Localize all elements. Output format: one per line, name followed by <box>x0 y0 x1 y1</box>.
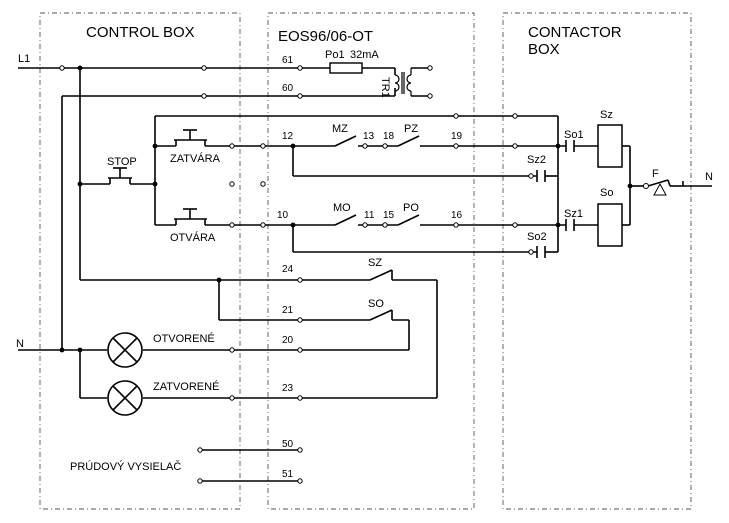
so1-label: So1 <box>564 129 584 141</box>
so-coil <box>597 203 623 247</box>
n-right-label: N <box>705 171 713 183</box>
transformer-tr1 <box>394 68 412 96</box>
lamp-closed <box>107 380 143 416</box>
l1-label: L1 <box>18 53 30 65</box>
terminal-51: 51 <box>282 469 294 480</box>
eos-frame <box>267 12 475 510</box>
terminal-18: 18 <box>383 131 395 142</box>
terminal-61: 61 <box>282 55 294 66</box>
sz-coil-label: Sz <box>600 109 613 121</box>
sz2-contact <box>536 170 546 182</box>
eos-title: EOS96/06-OT <box>278 28 373 45</box>
po-label: PO <box>403 202 419 214</box>
n-left-label: N <box>16 338 24 350</box>
section-frames <box>39 12 692 510</box>
fuse-po1 <box>329 62 363 74</box>
terminal-13: 13 <box>363 131 375 142</box>
terminal-11: 11 <box>364 210 375 221</box>
terminal-21: 21 <box>282 305 294 316</box>
control-box-title: CONTROL BOX <box>86 24 195 41</box>
open-button-label: OTVÁRA <box>170 231 216 244</box>
contactor-box-title-line2: BOX <box>528 41 560 58</box>
control-box-frame <box>39 12 241 510</box>
transformer-label: TR1 <box>379 77 391 98</box>
terminal-points <box>59 65 534 484</box>
terminal-60: 60 <box>282 83 294 94</box>
sz-contact-label: SZ <box>368 257 382 269</box>
f-breaker <box>643 179 685 196</box>
terminal-24: 24 <box>282 264 294 275</box>
sz1-label: Sz1 <box>564 208 583 220</box>
terminal-15: 15 <box>383 210 395 221</box>
mo-contact <box>334 214 357 226</box>
contactor-box-title-line1: CONTACTOR <box>528 24 622 41</box>
terminal-10: 10 <box>277 210 289 221</box>
sz-coil <box>597 124 623 168</box>
wires <box>18 67 712 482</box>
terminal-19: 19 <box>451 131 463 142</box>
fuse-label: Po1 <box>325 49 345 61</box>
so-contact <box>369 309 393 321</box>
terminal-16: 16 <box>451 210 463 221</box>
so-coil-label: So <box>600 187 613 199</box>
so1-contact <box>565 140 575 152</box>
pz-label: PZ <box>404 123 418 135</box>
sz-contact <box>369 269 393 281</box>
so-contact-label: SO <box>368 298 384 310</box>
so2-contact <box>536 246 546 258</box>
po-contact <box>397 214 420 226</box>
lamp-open <box>107 332 143 368</box>
junctions <box>59 65 633 353</box>
close-button-label: ZATVÁRA <box>170 152 221 165</box>
mz-label: MZ <box>332 123 348 135</box>
lamp-open-label: OTVORENÉ <box>153 332 215 345</box>
f-label: F <box>652 168 659 180</box>
so2-label: So2 <box>527 231 547 243</box>
sz1-contact <box>565 219 575 231</box>
mz-contact <box>334 135 357 147</box>
terminal-23: 23 <box>282 383 294 394</box>
open-pushbutton <box>174 208 207 225</box>
current-sender-label: PRÚDOVÝ VYSIELAČ <box>70 460 181 473</box>
pz-contact <box>397 135 420 147</box>
close-pushbutton <box>174 129 207 146</box>
terminal-labels: 61 60 12 13 18 19 10 11 15 16 24 21 20 2… <box>277 55 463 480</box>
stop-label: STOP <box>107 156 137 168</box>
contactor-box-frame <box>502 12 692 510</box>
terminal-50: 50 <box>282 439 294 450</box>
terminal-12: 12 <box>282 131 294 142</box>
fuse-rating-label: 32mA <box>350 49 379 61</box>
mo-label: MO <box>333 202 351 214</box>
terminal-20: 20 <box>282 335 294 346</box>
sz2-label: Sz2 <box>527 154 546 166</box>
stop-button <box>108 167 132 184</box>
lamp-closed-label: ZATVORENÉ <box>153 380 219 393</box>
